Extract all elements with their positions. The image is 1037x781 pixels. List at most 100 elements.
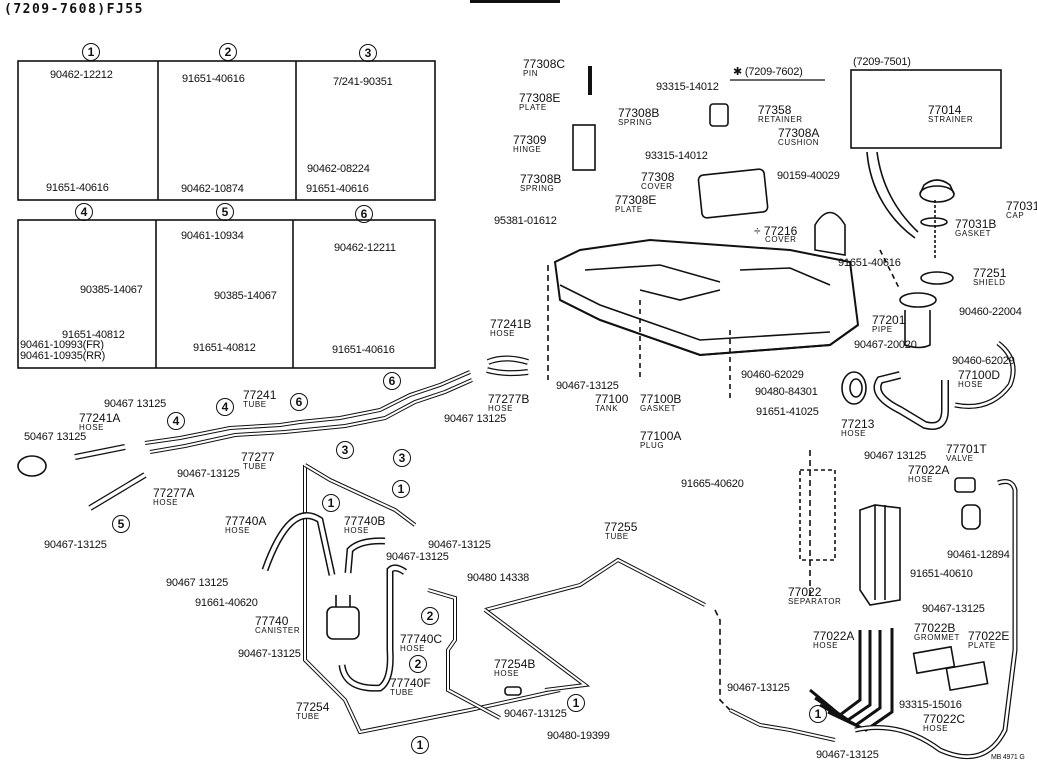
part-number[interactable]: 77740A	[225, 514, 267, 528]
part-number[interactable]: 77022E	[968, 629, 1010, 643]
part-number[interactable]: 77740C	[400, 632, 443, 646]
clamp-callout: 6	[383, 372, 401, 390]
part-label[interactable]: 90462-10874	[181, 183, 244, 195]
part-label[interactable]: 90467-13125	[922, 603, 985, 615]
part-label[interactable]: 90467 13125	[166, 577, 229, 589]
part-number[interactable]: 77308	[641, 170, 675, 184]
part-name: CAP	[1006, 211, 1025, 220]
part-label[interactable]: 90467-13125	[816, 749, 879, 761]
part-number[interactable]: ÷ 77216	[754, 224, 798, 238]
part-number[interactable]: 77254	[296, 700, 330, 714]
part-number[interactable]: 77358	[758, 103, 792, 117]
part-number[interactable]: 77031B	[955, 217, 997, 231]
part-number[interactable]: 77031	[1006, 199, 1037, 213]
part-label[interactable]: 90467-13125	[386, 551, 449, 563]
part-label[interactable]: 90467-13125	[504, 708, 567, 720]
part-number[interactable]: 77308A	[778, 126, 820, 140]
part-number[interactable]: 77100A	[640, 429, 682, 443]
part-number[interactable]: 77100	[595, 392, 629, 406]
part-label[interactable]: 90467-13125	[177, 468, 240, 480]
part-label[interactable]: 90461-12894	[947, 549, 1010, 561]
part-number[interactable]: 77241B	[490, 317, 532, 331]
part-label[interactable]: 90460-22004	[959, 306, 1022, 318]
clamp-set-5-marker: 5	[216, 203, 234, 221]
part-label[interactable]: 90462-08224	[307, 163, 370, 175]
part-label[interactable]: 50467 13125	[24, 431, 87, 443]
part-number[interactable]: 77241	[243, 388, 277, 402]
part-label[interactable]: 90385-14067	[214, 290, 277, 302]
part-number[interactable]: 77255	[604, 520, 638, 534]
part-label[interactable]: 91651-40616	[306, 183, 369, 195]
clamp-set-1-marker: 1	[82, 43, 100, 61]
part-number[interactable]: 77740F	[390, 676, 431, 690]
part-number[interactable]: 77022C	[923, 712, 966, 726]
part-name: SPRING	[618, 118, 653, 127]
part-label[interactable]: 90467-20020	[854, 339, 917, 351]
part-number[interactable]: 77308E	[615, 193, 657, 207]
part-number[interactable]: 77740	[255, 614, 289, 628]
part-number[interactable]: 77201	[872, 313, 906, 327]
part-label[interactable]: 91651-40616	[46, 182, 109, 194]
part-label[interactable]: 93315-14012	[645, 150, 708, 162]
clamp-callout: 1	[567, 694, 585, 712]
part-label[interactable]: 90462-12211	[334, 242, 396, 254]
part-label[interactable]: 90467-13125	[556, 380, 619, 392]
part-label[interactable]: 90480-84301	[755, 386, 818, 398]
part-number[interactable]: 77022B	[914, 621, 956, 635]
part-label[interactable]: 90461-10993(FR)	[20, 339, 104, 351]
part-number[interactable]: 77701T	[946, 442, 987, 456]
part-label[interactable]: 90467-13125	[727, 682, 790, 694]
part-label[interactable]: 91665-40620	[681, 478, 744, 490]
part-label[interactable]: 91651-40610	[910, 568, 973, 580]
part-label[interactable]: 90467-13125	[238, 648, 301, 660]
part-number[interactable]: 77022A	[813, 629, 855, 643]
part-label[interactable]: 91651-40616	[332, 344, 395, 356]
part-label[interactable]: 90467 13125	[864, 450, 927, 462]
part-label[interactable]: 91651-40812	[62, 329, 125, 341]
part-number[interactable]: 77308E	[519, 91, 561, 105]
part-label[interactable]: 90462-12212	[50, 69, 113, 81]
part-number[interactable]: 77277	[241, 450, 275, 464]
part-label[interactable]: 90159-40029	[777, 170, 840, 182]
part-number[interactable]: 77100D	[958, 368, 1001, 382]
part-label[interactable]: 91651-40616	[182, 73, 245, 85]
part-label[interactable]: 90461-10934	[181, 230, 244, 242]
part-number[interactable]: 77277B	[488, 392, 530, 406]
part-label[interactable]: 90467 13125	[444, 413, 507, 425]
part-number[interactable]: 77277A	[153, 486, 195, 500]
part-number[interactable]: 77308B	[520, 172, 562, 186]
part-name: CUSHION	[778, 138, 820, 147]
part-label[interactable]: 90480-19399	[547, 730, 610, 742]
part-label[interactable]: 90467-13125	[428, 539, 491, 551]
part-number[interactable]: 77241A	[79, 411, 121, 425]
part-label[interactable]: 7/241-90351	[333, 76, 393, 88]
part-label[interactable]: 90461-10935(RR)	[20, 350, 106, 362]
part-number[interactable]: 77213	[841, 417, 875, 431]
part-number[interactable]: 77251	[973, 266, 1007, 280]
part-label[interactable]: 90460-62029	[952, 355, 1015, 367]
part-label[interactable]: 91651-41025	[756, 406, 819, 418]
part-label[interactable]: 90467 13125	[104, 398, 167, 410]
part-number[interactable]: 77308B	[618, 106, 660, 120]
part-label[interactable]: 90385-14067	[80, 284, 143, 296]
part-label[interactable]: 91651-40812	[193, 342, 256, 354]
part-number[interactable]: 77740B	[344, 514, 386, 528]
part-label[interactable]: 90480 14338	[467, 572, 530, 584]
part-number[interactable]: 77309	[513, 133, 547, 147]
part-label[interactable]: 90467-13125	[44, 539, 107, 551]
part-label[interactable]: 91661-40620	[195, 597, 258, 609]
part-label[interactable]: 90460-62029	[741, 369, 804, 381]
part-number[interactable]: 77100B	[640, 392, 682, 406]
part-number[interactable]: 77022	[788, 585, 822, 599]
part-number[interactable]: 77022A	[908, 463, 950, 477]
part-name: CANISTER	[255, 626, 301, 635]
part-number[interactable]: 77308C	[523, 57, 566, 71]
part-label[interactable]: 93315-15016	[899, 699, 962, 711]
part-number[interactable]: 77254B	[494, 657, 536, 671]
clamp-callout: 5	[112, 515, 130, 533]
clamp-callout: 4	[216, 398, 234, 416]
part-label[interactable]: 91651-40616	[838, 257, 901, 269]
part-number[interactable]: 77014	[928, 103, 962, 117]
part-label[interactable]: 93315-14012	[656, 81, 719, 93]
part-label[interactable]: 95381-01612	[494, 215, 557, 227]
